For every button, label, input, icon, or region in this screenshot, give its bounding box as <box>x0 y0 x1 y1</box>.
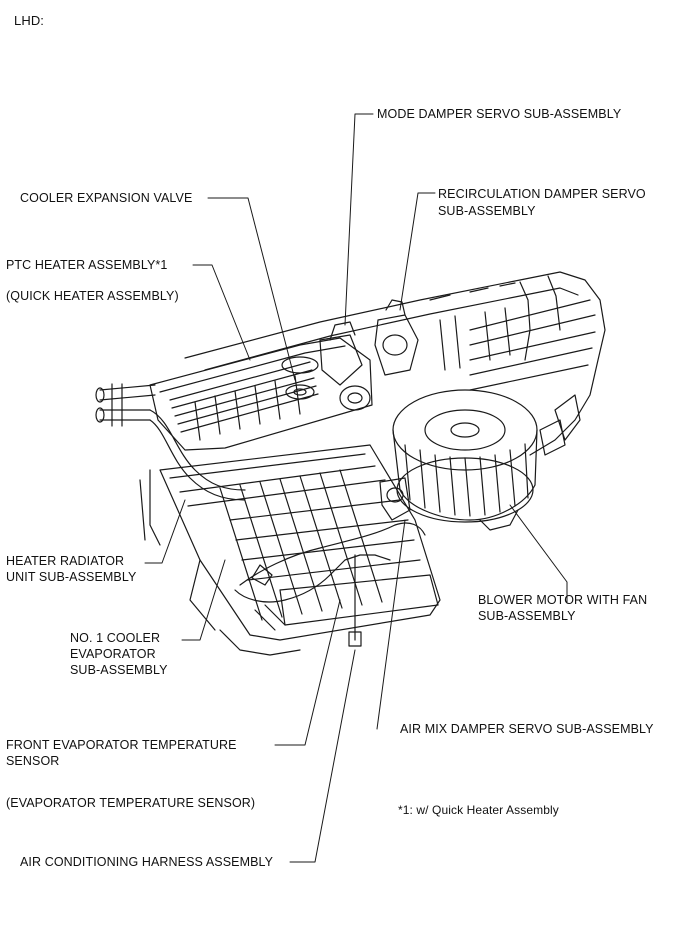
air-mix-damper-servo-label: AIR MIX DAMPER SERVO SUB-ASSEMBLY <box>400 722 654 736</box>
rear-housing <box>184 271 606 456</box>
ptc-heater-alias-label: (QUICK HEATER ASSEMBLY) <box>6 289 179 303</box>
cooler-evaporator-label-line2: EVAPORATOR <box>70 647 156 661</box>
heater-radiator-label-line1: HEATER RADIATOR <box>6 554 125 568</box>
blower-motor-label-line1: BLOWER MOTOR WITH FAN <box>478 593 648 607</box>
front-evap-sensor-alias-label: (EVAPORATOR TEMPERATURE SENSOR) <box>6 796 256 810</box>
blower-motor-label-line2: SUB-ASSEMBLY <box>478 609 576 623</box>
mode-damper-servo <box>319 321 371 411</box>
cooler-evaporator-label-line1: NO. 1 COOLER <box>70 631 161 645</box>
leader-lines <box>144 113 568 863</box>
ptc-heater-label: PTC HEATER ASSEMBLY*1 <box>6 258 168 272</box>
lhd-label: LHD: <box>14 13 45 28</box>
air-mix-damper-servo <box>379 477 411 521</box>
recirculation-damper-servo <box>374 299 419 376</box>
cooler-expansion-valve-label: COOLER EXPANSION VALVE <box>20 191 193 205</box>
front-evap-sensor-label-line1: FRONT EVAPORATOR TEMPERATURE <box>6 738 237 752</box>
evaporator-body <box>139 444 441 656</box>
heater-radiator-label-line2: UNIT SUB-ASSEMBLY <box>6 570 137 584</box>
ptc-heater-block <box>149 337 373 451</box>
harness-wires <box>234 522 426 647</box>
cooler-evaporator-label-line3: SUB-ASSEMBLY <box>70 663 168 677</box>
ac-harness-label: AIR CONDITIONING HARNESS ASSEMBLY <box>20 855 274 869</box>
mode-damper-servo-label: MODE DAMPER SERVO SUB-ASSEMBLY <box>377 107 622 121</box>
footnote: *1: w/ Quick Heater Assembly <box>398 803 559 817</box>
recirculation-damper-servo-label-line1: RECIRCULATION DAMPER SERVO <box>438 187 646 201</box>
blower-fan <box>392 389 538 531</box>
front-evap-sensor-label-line2: SENSOR <box>6 754 60 768</box>
heater-pipes <box>95 383 246 501</box>
recirculation-damper-servo-label-line2: SUB-ASSEMBLY <box>438 204 536 218</box>
